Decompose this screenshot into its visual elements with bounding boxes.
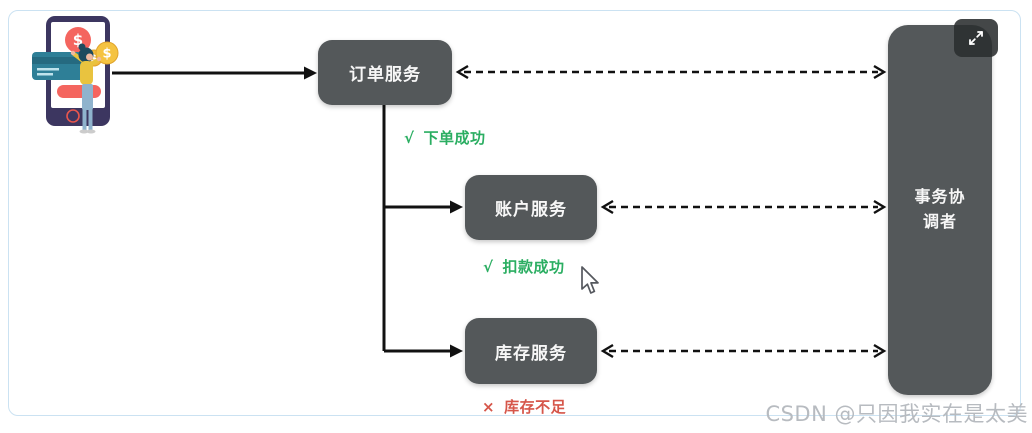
expand-button[interactable] <box>954 19 998 57</box>
node-transaction-coordinator-label: 事务协 调者 <box>914 187 966 231</box>
node-order-service-label: 订单服务 <box>349 65 421 85</box>
mobile-payment-user-illustration: $ $ $ <box>32 16 119 134</box>
node-account-service-label: 账户服务 <box>495 200 567 220</box>
svg-text:$: $ <box>102 47 111 62</box>
check-icon: √ <box>404 128 415 147</box>
annotation-order-success: √ 下单成功 <box>404 127 486 148</box>
node-inventory-service: 库存服务 <box>465 318 597 384</box>
cross-icon: × <box>482 397 496 416</box>
annotation-inventory-error-text: 库存不足 <box>504 398 567 416</box>
annotation-account-success: √ 扣款成功 <box>483 256 565 277</box>
node-transaction-coordinator: 事务协 调者 <box>888 25 992 395</box>
watermark: CSDN @只因我实在是太美 <box>765 402 1028 426</box>
check-icon: √ <box>483 257 494 276</box>
svg-text:$: $ <box>73 31 83 49</box>
svg-text:$: $ <box>91 54 98 65</box>
expand-fullscreen-icon <box>969 31 983 45</box>
node-account-service: 账户服务 <box>465 175 597 240</box>
node-inventory-service-label: 库存服务 <box>495 343 567 364</box>
annotation-order-success-text: 下单成功 <box>423 129 486 147</box>
node-order-service: 订单服务 <box>318 40 452 105</box>
annotation-account-success-text: 扣款成功 <box>502 258 565 276</box>
mouse-pointer-icon <box>581 266 599 294</box>
annotation-inventory-error: × 库存不足 <box>482 396 566 417</box>
